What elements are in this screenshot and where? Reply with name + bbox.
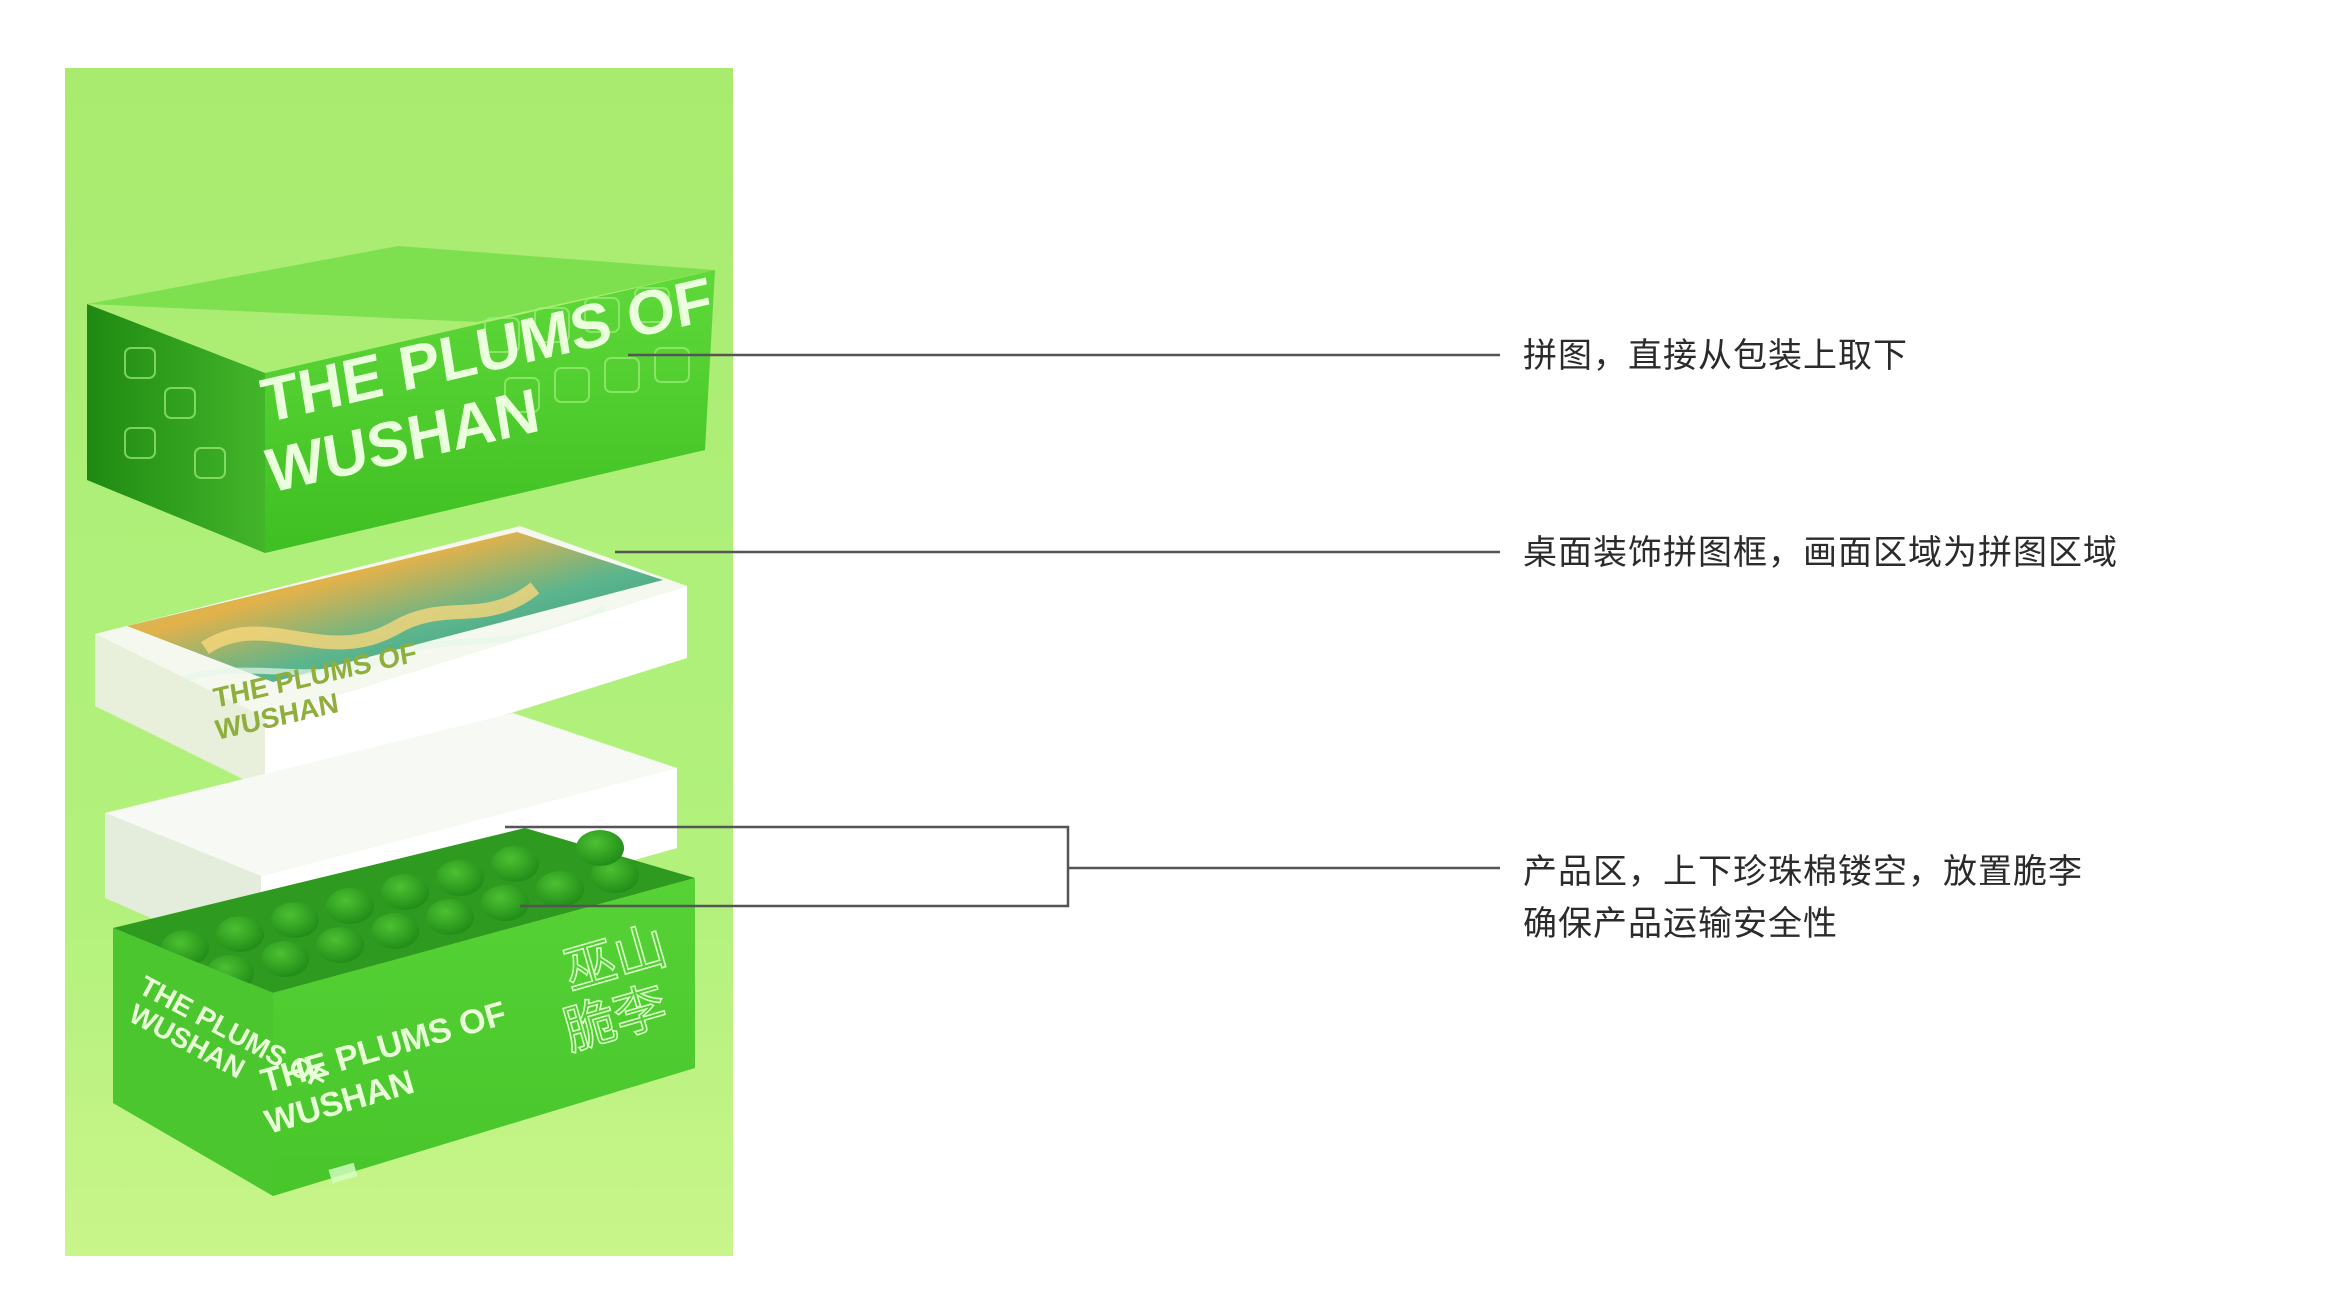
annotation-lid-text: 拼图，直接从包装上取下 xyxy=(1523,336,1908,376)
package-exploded-view: THE PLUMS OF WUSHAN THE PLUMS OF WUSHAN xyxy=(87,246,717,1196)
product-image-panel: THE PLUMS OF WUSHAN THE PLUMS OF WUSHAN xyxy=(65,68,733,1256)
tray-left-side xyxy=(113,928,273,1196)
lid-front xyxy=(265,270,715,553)
foam-top xyxy=(105,713,677,876)
lid-puzzle-pattern xyxy=(124,287,690,479)
lid-top xyxy=(87,246,715,322)
puzzle-lid: THE PLUMS OF WUSHAN xyxy=(87,246,717,553)
annotation-lid: 拼图，直接从包装上取下 xyxy=(1523,330,1908,382)
frame-front xyxy=(265,586,687,790)
annotation-product-line1: 产品区，上下珍珠棉镂空，放置脆李 xyxy=(1523,852,2083,892)
annotation-product: 产品区，上下珍珠棉镂空，放置脆李 确保产品运输安全性 xyxy=(1523,846,2083,950)
annotation-frame: 桌面装饰拼图框，画面区域为拼图区域 xyxy=(1523,527,2118,579)
lid-left-side xyxy=(87,304,265,553)
frame-left-side xyxy=(95,634,265,790)
tray-front xyxy=(273,878,695,1196)
frame-artwork xyxy=(127,532,663,682)
tray-badge xyxy=(328,1162,358,1184)
annotation-frame-text: 桌面装饰拼图框，画面区域为拼图区域 xyxy=(1523,533,2118,573)
puzzle-frame: THE PLUMS OF WUSHAN xyxy=(95,526,687,790)
frame-artwork-swirl xyxy=(201,582,540,654)
annotation-product-line2: 确保产品运输安全性 xyxy=(1523,904,1838,944)
product-tray: THE PLUMS OF WUSHAN THE PLUMS OF WUSHAN … xyxy=(113,828,695,1196)
